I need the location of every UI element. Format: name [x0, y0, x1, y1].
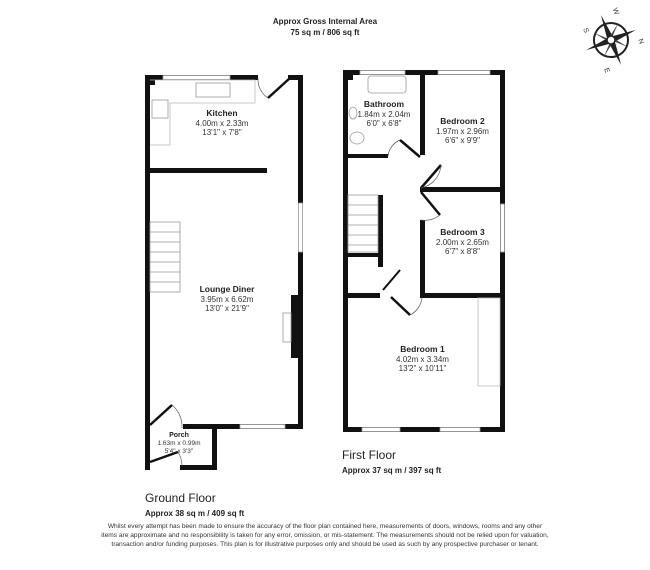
floor-name: Ground Floor	[145, 491, 216, 505]
wall	[348, 253, 378, 257]
room-metric: 4.02m x 3.34m	[396, 354, 449, 364]
room-name: Kitchen	[206, 108, 238, 118]
room-metric: 4.00m x 2.33m	[195, 118, 249, 128]
window	[298, 202, 303, 253]
toilet-icon	[349, 131, 365, 145]
wall	[180, 465, 217, 470]
wall	[378, 195, 383, 267]
wardrobe	[477, 297, 501, 387]
wall	[343, 70, 353, 80]
wall	[348, 293, 380, 298]
wall	[298, 75, 303, 203]
wall	[343, 70, 505, 75]
room-metric: 3.95m x 6.62m	[200, 294, 254, 304]
room-imperial: 6'0" x 6'8"	[366, 118, 402, 128]
room-imperial: 6'6" x 9'9"	[445, 135, 480, 145]
window	[359, 70, 406, 75]
wall	[288, 75, 303, 80]
window	[239, 424, 286, 429]
first-floor-caption: First Floor Approx 37 sq m / 397 sq ft	[342, 448, 441, 475]
wall	[343, 427, 505, 432]
wall	[212, 424, 217, 470]
room-name: Porch	[169, 432, 189, 439]
room-name: Bathroom	[363, 99, 405, 109]
window	[439, 427, 481, 432]
room-label-lounge-diner: Lounge Diner 3.95m x 6.62m 13'0" x 21'9"	[172, 284, 282, 313]
disclaimer: Whilst every attempt has been made to en…	[101, 523, 549, 549]
room-name: Lounge Diner	[199, 284, 255, 294]
kitchen-divider-wall	[150, 168, 267, 173]
floor-area: Approx 37 sq m / 397 sq ft	[342, 466, 442, 475]
gross-area-value: 75 sq m / 806 sq ft	[290, 28, 360, 37]
room-metric: 2.00m x 2.65m	[436, 237, 489, 247]
sink-icon	[195, 82, 231, 98]
window	[162, 75, 231, 80]
gross-area-title: Approx Gross Internal Area	[272, 17, 378, 26]
room-name: Bedroom 3	[440, 227, 485, 237]
room-imperial: 13'0" x 21'9"	[205, 303, 249, 313]
room-metric: 1.97m x 2.96m	[436, 126, 489, 136]
room-metric: 1.84m x 2.04m	[357, 109, 411, 119]
room-metric: 1.63m x 0.99m	[157, 440, 201, 448]
wall	[145, 75, 150, 470]
window	[437, 70, 491, 75]
wall	[420, 220, 425, 298]
chimney-breast	[291, 295, 300, 358]
wall	[425, 293, 505, 298]
hob-icon	[151, 99, 169, 119]
room-label-bathroom: Bathroom 1.84m x 2.04m 6'0" x 6'8"	[349, 99, 419, 128]
wall	[343, 70, 348, 432]
floor-name: First Floor	[342, 448, 396, 462]
kitchen-worktop	[150, 79, 256, 146]
stairs	[347, 194, 379, 253]
wall	[420, 75, 425, 155]
wall	[298, 252, 303, 429]
window	[500, 203, 505, 253]
ground-floor-caption: Ground Floor Approx 38 sq m / 409 sq ft	[145, 491, 244, 518]
window	[361, 427, 401, 432]
room-label-bedroom-1: Bedroom 1 4.02m x 3.34m 13'2" x 10'11"	[370, 344, 475, 373]
stairs	[149, 221, 181, 293]
room-name: Bedroom 2	[440, 116, 485, 126]
basin-icon	[348, 106, 358, 120]
ground-fixtures	[149, 75, 303, 429]
wall	[348, 154, 388, 158]
room-label-bedroom-3: Bedroom 3 2.00m x 2.65m 6'7" x 8'8"	[425, 227, 500, 256]
first-fixtures	[347, 70, 505, 432]
doors	[149, 77, 291, 467]
room-imperial: 13'1" x 7'8"	[202, 127, 242, 137]
wall	[420, 187, 505, 192]
room-label-porch: Porch 1.63m x 0.99m 5'4" x 3'3"	[148, 432, 210, 455]
room-name: Bedroom 1	[400, 344, 445, 354]
first-doors	[382, 139, 442, 316]
room-label-bedroom-2: Bedroom 2 1.97m x 2.96m 6'6" x 9'9"	[425, 116, 500, 145]
hearth	[282, 312, 292, 343]
bath-icon	[367, 75, 407, 94]
room-imperial: 6'7" x 8'8"	[445, 246, 480, 256]
room-imperial: 13'2" x 10'11"	[398, 363, 447, 373]
room-imperial: 5'4" x 3'3"	[164, 447, 194, 455]
floor-area: Approx 38 sq m / 409 sq ft	[145, 509, 245, 518]
room-label-kitchen: Kitchen 4.00m x 2.33m 13'1" x 7'8"	[172, 108, 272, 137]
